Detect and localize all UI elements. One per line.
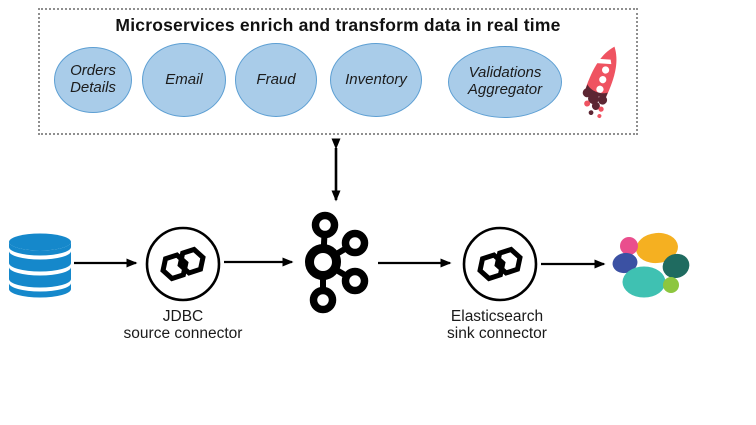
service-label: Orders Details (70, 62, 116, 96)
elasticsearch-sink-connector-icon (462, 226, 538, 302)
jdbc-source-connector-icon (145, 226, 221, 302)
service-label: Email (165, 70, 203, 88)
service-label: Inventory (345, 70, 407, 88)
rocket-icon (582, 46, 617, 119)
service-label: Fraud (256, 70, 296, 88)
sink-connector-name: Elasticsearch (450, 308, 544, 325)
microservices-title: Microservices enrich and transform data … (115, 15, 561, 35)
service-ellipse-orders-details: Orders Details (54, 47, 132, 113)
elasticsearch-logo-icon (612, 232, 690, 298)
database-icon (9, 233, 71, 298)
kafka-icon (305, 211, 369, 314)
service-ellipse-validations-aggregator: Validations Aggregator (448, 46, 562, 118)
service-ellipse-inventory: Inventory (330, 43, 422, 117)
service-ellipse-fraud: Fraud (235, 43, 317, 117)
sink-connector-type: sink connector (447, 325, 547, 343)
sink-connector-label: Elasticsearch sink connector (412, 308, 582, 343)
service-ellipse-email: Email (142, 43, 226, 117)
source-connector-name: JDBC (162, 308, 204, 325)
source-connector-type: source connector (123, 325, 243, 343)
service-label: Validations Aggregator (467, 64, 543, 98)
source-connector-label: JDBC source connector (98, 308, 268, 343)
